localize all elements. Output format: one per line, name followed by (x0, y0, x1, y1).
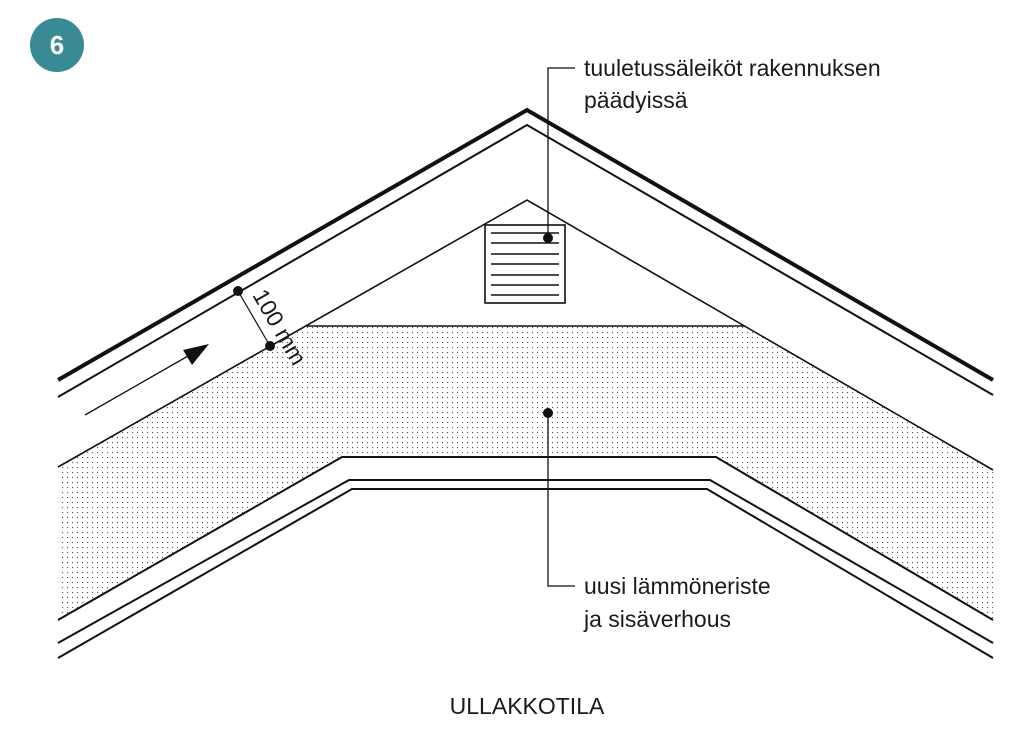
ceiling-line-2 (57, 479, 994, 644)
ceiling-line-3 (57, 488, 994, 659)
vent-grille (484, 224, 566, 304)
badge-circle (30, 18, 84, 72)
insulation-leader (543, 408, 575, 587)
roof-outer-line (57, 107, 995, 382)
airflow-arrow-icon (84, 344, 209, 416)
insulation-label-line2: ja sisäverhous (583, 606, 731, 632)
insulation-label-line1: uusi lämmöneriste (584, 573, 771, 599)
leader-dot (543, 233, 553, 243)
dimension-dot (233, 286, 243, 296)
vent-label-line2: päädyissä (584, 87, 688, 113)
caption: ULLAKKOTILA (450, 693, 605, 719)
insulation-area (58, 326, 993, 620)
vent-label-line1: tuuletussäleiköt rakennuksen (584, 55, 881, 81)
badge-number: 6 (50, 30, 64, 60)
leader-dot (543, 408, 553, 418)
roof-underlay-line (57, 123, 994, 398)
vent-leader (543, 67, 575, 243)
step-badge: 6 (30, 18, 84, 72)
dimension-dot (265, 341, 275, 351)
ceiling-line-1 (57, 456, 994, 621)
ventilation-gap-line (57, 199, 994, 471)
